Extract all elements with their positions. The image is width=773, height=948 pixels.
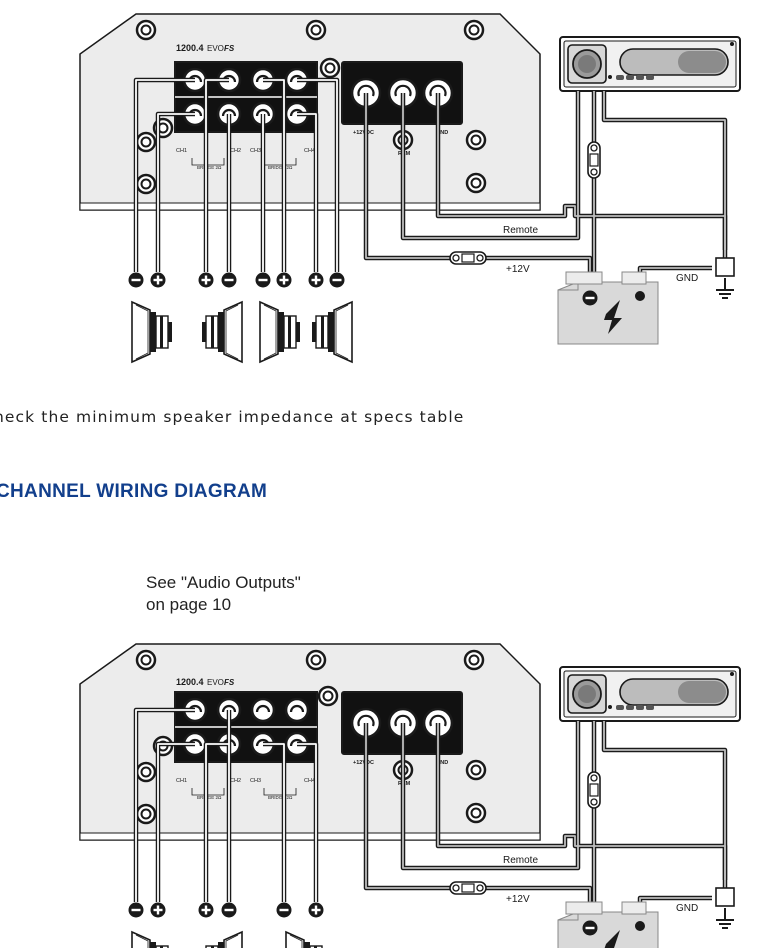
negative-terminal-icon: [329, 272, 345, 288]
terminal-label-ground: GND: [436, 760, 448, 766]
bridge-label: BRIDGE 2Ω: [197, 165, 222, 170]
screw-icon: [305, 19, 327, 41]
terminal-label-power: +12VDC: [353, 130, 374, 136]
wire-label-power: +12V: [506, 264, 530, 275]
positive-terminal-icon: [198, 272, 214, 288]
speaker-terminal-icon: [284, 697, 310, 723]
screw-icon: [135, 803, 157, 825]
channel-label: CH3: [250, 148, 261, 154]
audio-outputs-reference: See "Audio Outputs" on page 10: [146, 572, 301, 616]
wire-label-ground: GND: [676, 273, 698, 284]
fuse-icon: [587, 771, 601, 809]
screw-icon: [463, 19, 485, 41]
wire-label-ground: GND: [676, 903, 698, 914]
wire-label-remote: Remote: [503, 225, 538, 236]
positive-terminal-icon: [308, 272, 324, 288]
screw-icon: [135, 761, 157, 783]
model-badge: FS: [224, 678, 235, 687]
screw-icon: [463, 649, 485, 671]
channel-label: CH3: [250, 778, 261, 784]
fuse-icon: [449, 251, 487, 265]
battery-icon: [557, 271, 659, 345]
screw-icon: [135, 131, 157, 153]
impedance-note: heck the minimum speaker impedance at sp…: [0, 408, 465, 426]
battery-negative-icon: [582, 290, 598, 306]
positive-terminal-icon: [150, 902, 166, 918]
terminal-label-power: +12VDC: [353, 760, 374, 766]
speaker-icon: [202, 932, 242, 948]
head-unit-icon: [559, 666, 741, 722]
bridge-label: BRIDGE 2Ω: [197, 795, 222, 800]
screw-icon: [465, 759, 487, 781]
speaker-icon: [312, 302, 352, 362]
channel-label: CH1: [176, 778, 187, 784]
negative-terminal-icon: [128, 902, 144, 918]
negative-terminal-icon: [221, 902, 237, 918]
screw-icon: [319, 57, 341, 79]
screw-icon: [135, 173, 157, 195]
channel-label: CH2: [230, 778, 241, 784]
speaker-icon: [259, 301, 301, 363]
negative-terminal-icon: [255, 272, 271, 288]
screw-icon: [135, 19, 157, 41]
speaker-icon: [285, 931, 327, 948]
channel-label: CH2: [230, 148, 241, 154]
ground-symbol-icon: [715, 907, 735, 929]
model-badge: FS: [224, 44, 235, 53]
speaker-icon: [131, 301, 173, 363]
speaker-terminal-icon: [250, 697, 276, 723]
screw-icon: [317, 685, 339, 707]
reference-line-1: See "Audio Outputs": [146, 573, 301, 592]
speaker-icon: [202, 302, 242, 362]
model-suffix: EVO: [207, 44, 224, 53]
speaker-icon: [131, 931, 173, 948]
model-label: 1200.4: [176, 677, 204, 687]
screw-icon: [465, 802, 487, 824]
channel-label: CH4: [304, 778, 315, 784]
screw-icon: [135, 649, 157, 671]
screw-icon: [465, 129, 487, 151]
fuse-icon: [587, 141, 601, 179]
head-unit-icon: [559, 36, 741, 92]
positive-terminal-icon: [198, 902, 214, 918]
negative-terminal-icon: [276, 902, 292, 918]
negative-terminal-icon: [128, 272, 144, 288]
channel-label: CH4: [304, 148, 315, 154]
bridge-label: BRIDGE 2Ω: [268, 165, 293, 170]
wire-label-remote: Remote: [503, 855, 538, 866]
channel-label: CH1: [176, 148, 187, 154]
fuse-icon: [449, 881, 487, 895]
model-label: 1200.4: [176, 43, 204, 53]
negative-terminal-icon: [221, 272, 237, 288]
battery-negative-icon: [582, 920, 598, 936]
screw-icon: [305, 649, 327, 671]
wire-label-power: +12V: [506, 894, 530, 905]
ground-symbol-icon: [715, 277, 735, 299]
positive-terminal-icon: [150, 272, 166, 288]
section-heading: CHANNEL WIRING DIAGRAM: [0, 481, 268, 502]
terminal-label-ground: GND: [436, 130, 448, 136]
positive-terminal-icon: [276, 272, 292, 288]
bottom-wiring-diagram: 1200.4 EVO FS CH1 CH2 CH3 CH4 BRIDGE 2Ω …: [79, 643, 741, 948]
bridge-label: BRIDGE 2Ω: [268, 795, 293, 800]
reference-line-2: on page 10: [146, 595, 232, 614]
positive-terminal-icon: [308, 902, 324, 918]
model-suffix: EVO: [207, 678, 224, 687]
screw-icon: [465, 172, 487, 194]
top-wiring-diagram: 1200.4 EVO FS CH1 CH2 CH3 CH4 BRIDGE 2Ω …: [79, 13, 741, 363]
